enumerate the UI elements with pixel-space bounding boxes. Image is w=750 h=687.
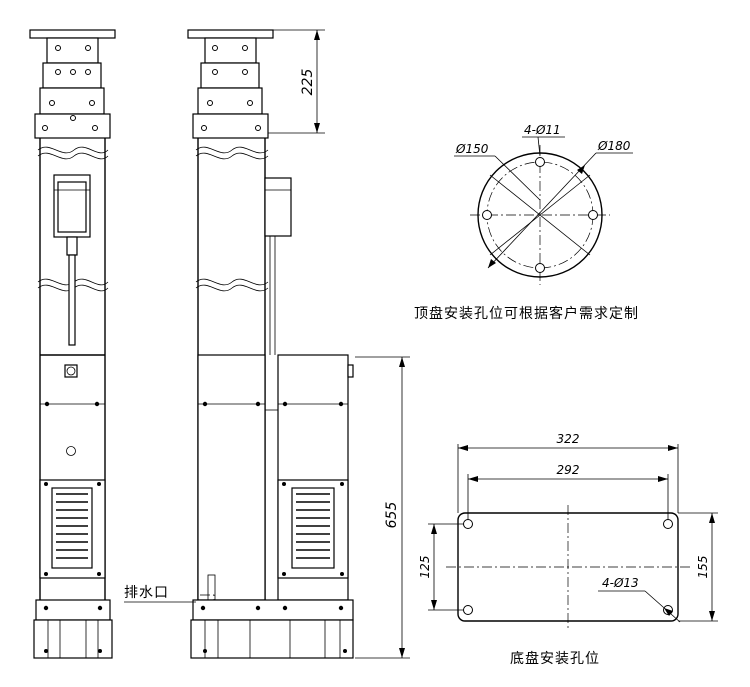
base-plate-note: 底盘安装孔位 [510, 650, 600, 667]
base-hole-spacing-y-label: 125 [418, 556, 432, 579]
front-vent-grille [39, 479, 106, 579]
side-stage-bolts [201, 45, 261, 131]
base-depth-label: 155 [696, 556, 710, 579]
base-hole-spacing-x-label: 292 [557, 463, 580, 477]
top-bolt-circle-label: Ø150 [455, 142, 489, 156]
base-plate-view: 322 292 125 155 4-Ø13 [418, 432, 718, 630]
base-hole-pattern-label: 4-Ø13 [602, 576, 639, 590]
dim-total-height: 655 [355, 356, 410, 659]
front-stage-bolts [42, 45, 98, 131]
front-view-column [29, 29, 116, 659]
base-width-label: 322 [557, 432, 580, 446]
top-plate-view: Ø150 4-Ø11 Ø180 [454, 123, 633, 285]
side-vent-grille [277, 479, 349, 579]
dim-655-label: 655 [384, 502, 400, 529]
top-plate-dia-label: Ø180 [597, 139, 631, 153]
top-hole-pattern-label: 4-Ø11 [524, 123, 561, 137]
side-view-column [187, 29, 354, 659]
dim-225-label: 225 [300, 69, 316, 96]
top-plate-note: 顶盘安装孔位可根据客户需求定制 [414, 305, 639, 322]
drain-label: 排水口 [124, 585, 169, 601]
drain-callout: 排水口 [124, 585, 196, 603]
dim-top-height: 225 [268, 29, 325, 134]
